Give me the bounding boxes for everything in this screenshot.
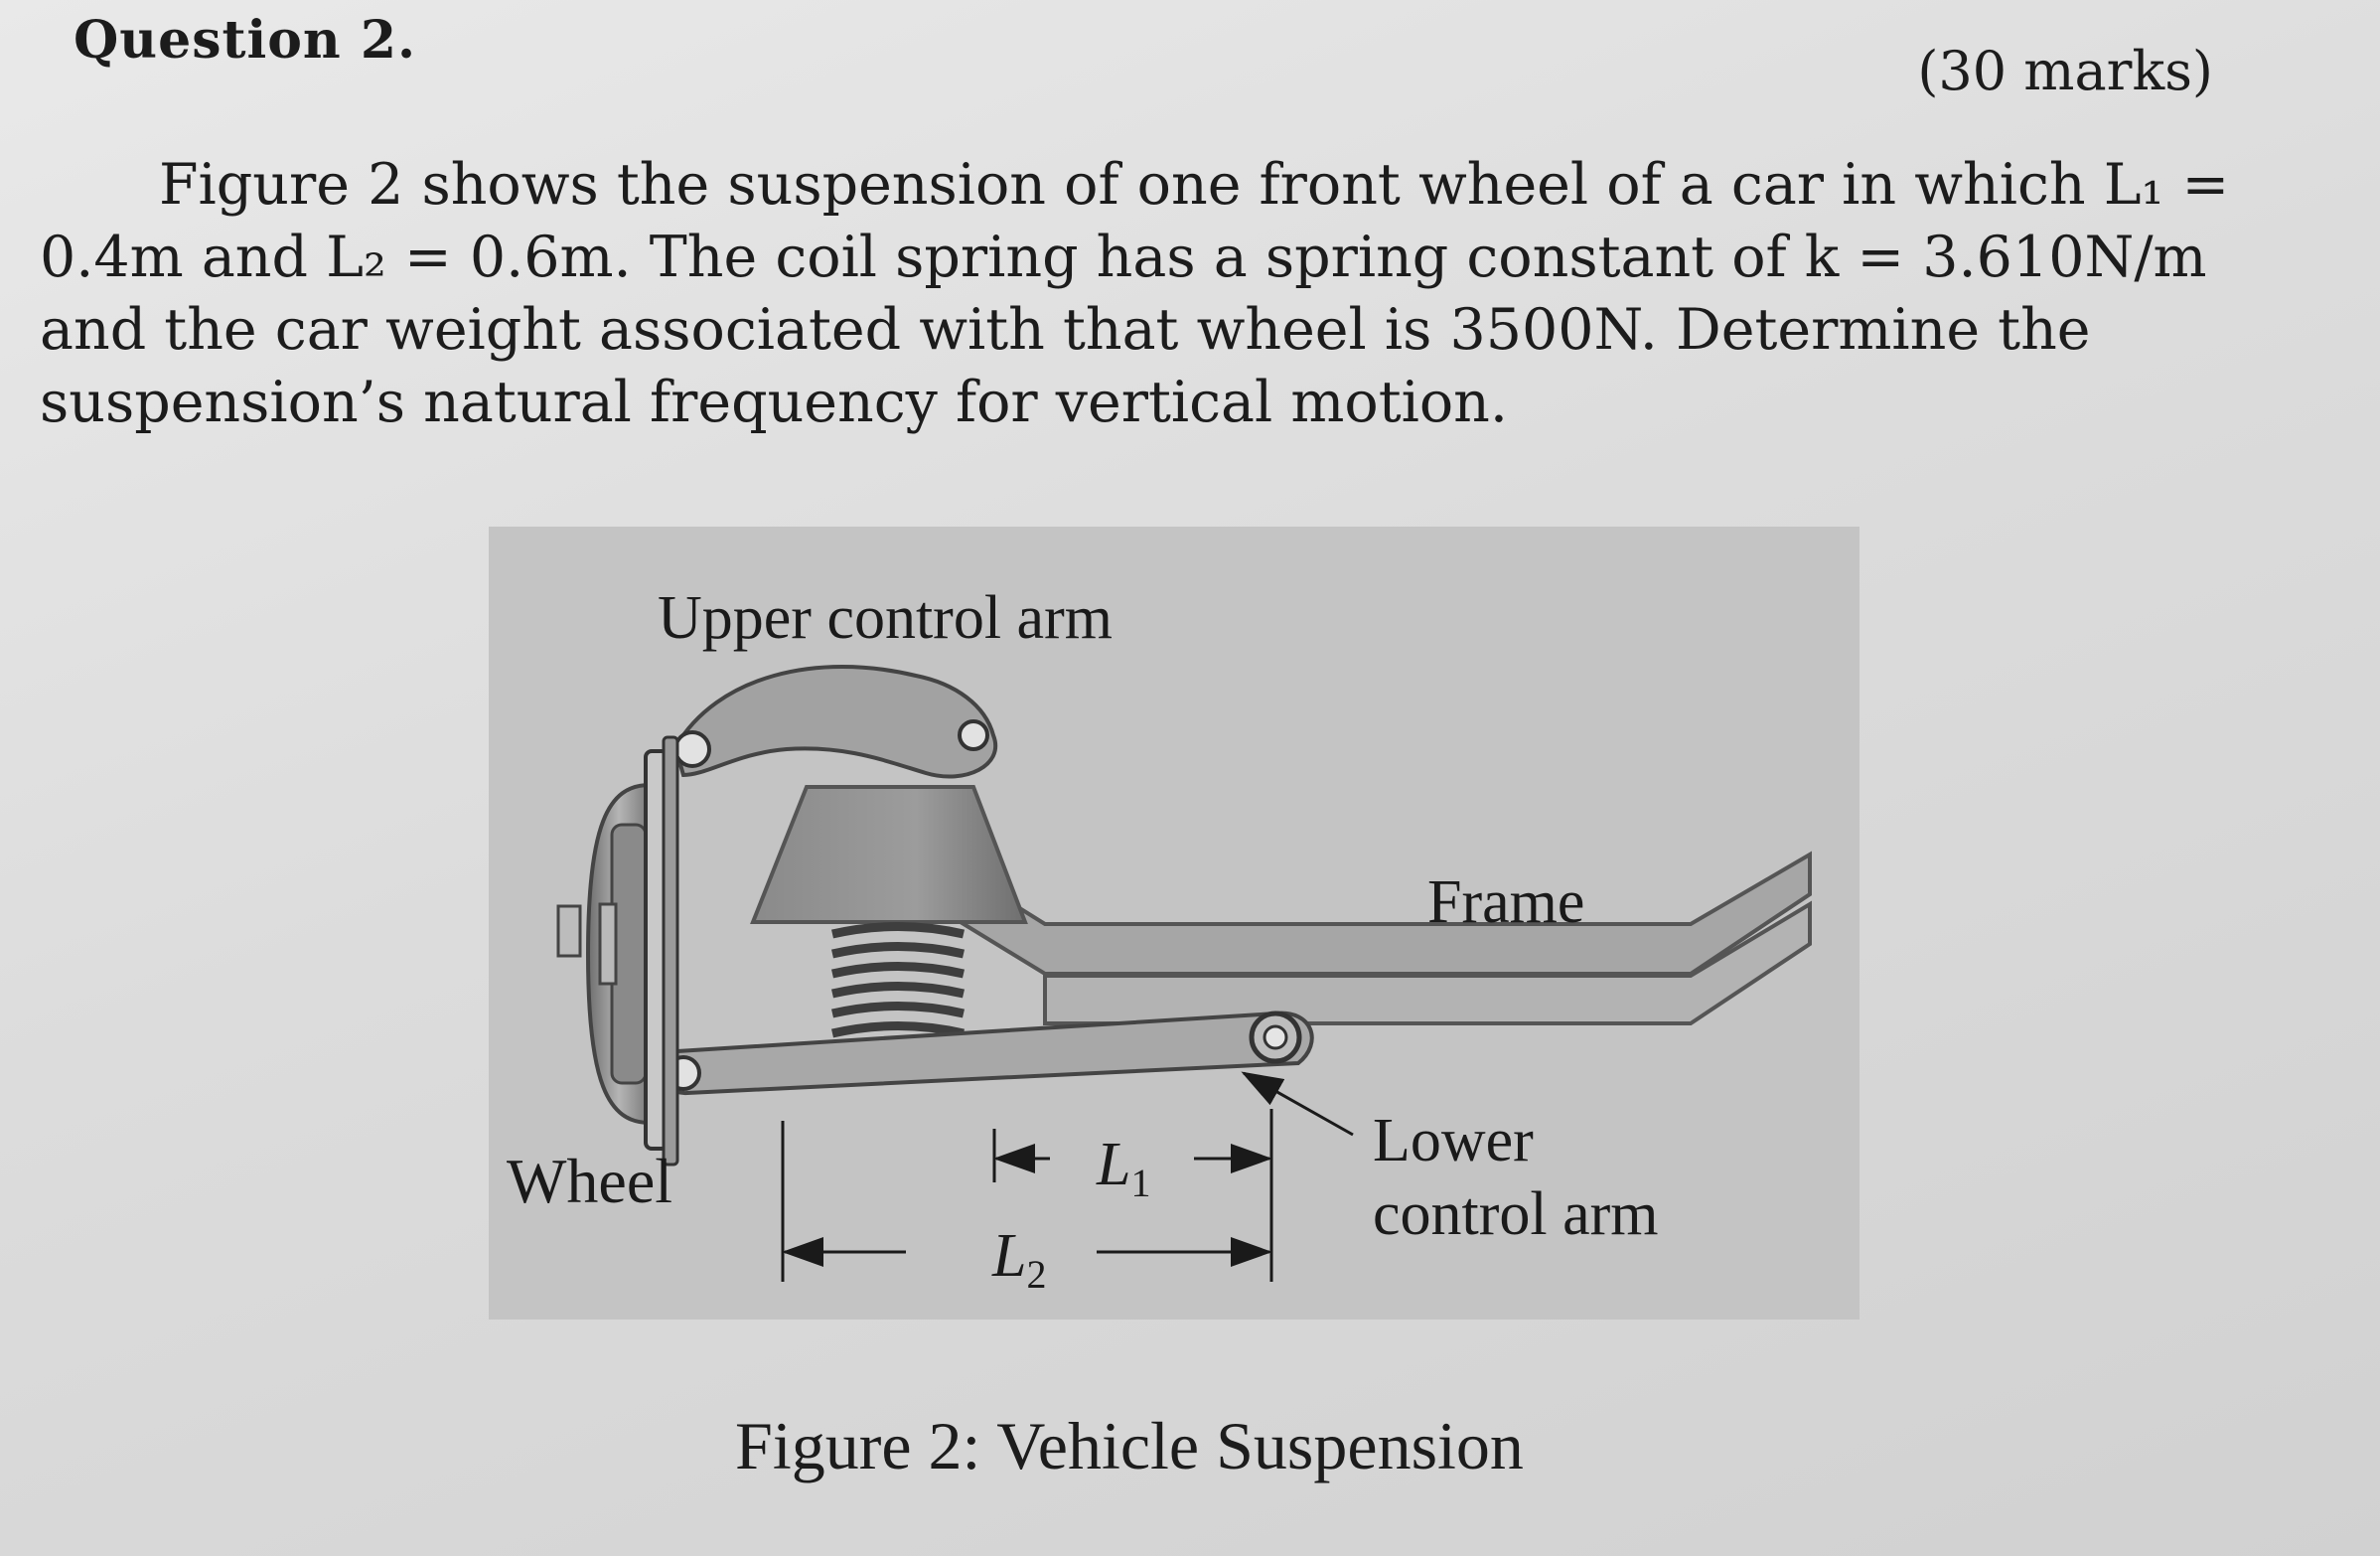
question-text: Figure 2 shows the suspension of one fro…	[40, 149, 2255, 439]
suspension-figure: Upper control arm Frame Wheel Lower cont…	[489, 527, 1859, 1320]
marks-label: (30 marks)	[1917, 40, 2213, 102]
upper-control-arm	[672, 665, 998, 779]
question-title: Question 2.	[74, 10, 417, 71]
label-frame: Frame	[1427, 868, 1584, 936]
label-wheel: Wheel	[507, 1146, 672, 1216]
label-l1: L1	[1096, 1131, 1150, 1205]
question-line-2: 0.4m and L₂ = 0.6m. The coil spring has …	[40, 225, 2207, 290]
question-line-4: suspension’s natural frequency for verti…	[40, 370, 1508, 435]
wheel-assembly	[556, 735, 679, 1167]
lower-arm-leader	[1241, 1071, 1354, 1137]
coil-spring	[831, 922, 965, 1038]
label-control-arm: control arm	[1373, 1180, 1659, 1248]
label-lower: Lower	[1373, 1107, 1534, 1174]
figure-caption: Figure 2: Vehicle Suspension	[735, 1408, 1524, 1483]
label-l2: L2	[991, 1222, 1046, 1297]
question-line-3: and the car weight associated with that …	[40, 297, 2091, 363]
suspension-diagram: Upper control arm Frame Wheel Lower cont…	[489, 527, 1859, 1320]
question-line-1: Figure 2 shows the suspension of one fro…	[159, 152, 2230, 218]
label-upper-control-arm: Upper control arm	[658, 584, 1113, 652]
dimension-lines	[781, 1109, 1273, 1282]
spring-mount	[750, 785, 1028, 924]
